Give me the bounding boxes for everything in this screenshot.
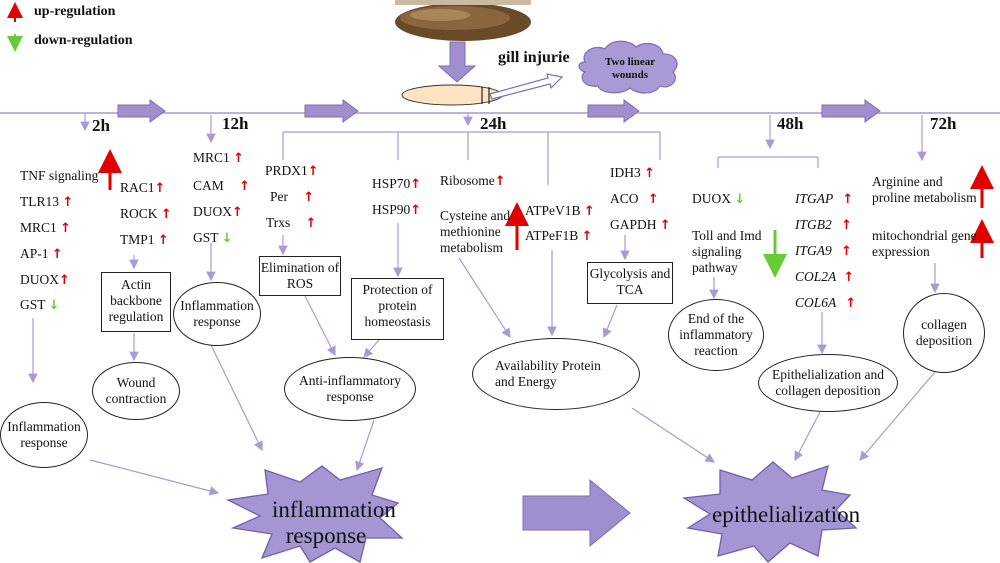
anti-inflammatory-oval: Anti-inflammatory response bbox=[284, 357, 416, 421]
up-arrow-icon: ↑ bbox=[845, 296, 857, 311]
gene-itgap: ITGAP ↑ bbox=[795, 191, 854, 207]
collagen-oval: collagen deposition bbox=[903, 293, 985, 373]
gene-ap1: AP-1 ↑ bbox=[20, 246, 63, 262]
timepoint-24h: 24h bbox=[480, 114, 507, 133]
gene-gst: GST ↓ bbox=[20, 297, 60, 313]
up-arrow-icon: ↑ bbox=[232, 205, 243, 220]
gene-aco: ACO ↑ bbox=[610, 191, 659, 207]
up-arrow-icon: ↑ bbox=[160, 207, 172, 222]
actin-box: Actin backbone regulation bbox=[101, 272, 171, 332]
epithelialization-oval: Epithelialization and collagen depositio… bbox=[758, 354, 898, 412]
gene-trxs: Trxs ↑ bbox=[266, 215, 317, 231]
outcome-epithelialization: epithelialization bbox=[712, 502, 861, 527]
mito-expression: mitochondrial gene expression bbox=[872, 228, 977, 259]
inflammation-star bbox=[225, 465, 404, 563]
gene-cam: CAM ↑ bbox=[193, 178, 251, 194]
wound-cloud bbox=[578, 40, 678, 94]
up-arrow-icon: ↑ bbox=[239, 179, 251, 194]
gene-rock: ROCK ↑ bbox=[120, 206, 172, 222]
up-arrow-icon: ↑ bbox=[843, 270, 855, 285]
up-arrow-icon: ↑ bbox=[154, 181, 166, 196]
up-arrow-icon: ↑ bbox=[841, 218, 853, 233]
gene-col2a: COL2A ↑ bbox=[795, 269, 855, 285]
cloud-label: Two linear wounds bbox=[604, 56, 656, 81]
up-arrow-icon: ↑ bbox=[157, 233, 169, 248]
up-arrow-icon: ↑ bbox=[410, 177, 422, 192]
up-arrow-icon: ↑ bbox=[60, 221, 72, 236]
up-arrow-icon: ↑ bbox=[410, 203, 422, 218]
gene-mrc1-12h: MRC1 ↑ bbox=[193, 150, 245, 166]
glycolysis-box: Glycolysis and TCA bbox=[587, 262, 673, 304]
outcome-arrow bbox=[522, 478, 631, 548]
gene-hsp90: HSP90↑ bbox=[372, 202, 422, 218]
gene-itga9: ITGA9 ↑ bbox=[795, 243, 853, 259]
gene-idh3: IDH3 ↑ bbox=[610, 165, 656, 181]
energy-oval: Availability Protein and Energy bbox=[472, 338, 640, 410]
gene-per: Per ↑ bbox=[270, 189, 315, 205]
protein-box: Protection of protein homeostasis bbox=[351, 278, 444, 340]
outcome-inflammation: inflammation response bbox=[272, 497, 396, 548]
gene-itgb2: ITGB2 ↑ bbox=[795, 217, 853, 233]
gene-atpef1b: ATPeF1B ↑ bbox=[525, 228, 593, 244]
ribosome: Ribosome↑ bbox=[440, 173, 506, 189]
mussel-image bbox=[395, 0, 531, 41]
inflammation-oval-2h: Inflammation response bbox=[0, 402, 88, 468]
up-arrow-icon: ↑ bbox=[307, 164, 319, 179]
injury-label: gill injurie bbox=[498, 49, 570, 66]
gene-mrc1: MRC1 ↑ bbox=[20, 220, 72, 236]
up-arrow-icon: ↑ bbox=[841, 244, 853, 259]
up-arrow-icon: ↑ bbox=[494, 174, 506, 189]
up-arrow-icon: ↑ bbox=[659, 218, 671, 233]
gene-hsp70: HSP70↑ bbox=[372, 176, 422, 192]
gene-gst-12h: GST ↓ bbox=[193, 230, 233, 246]
wound-contraction-oval: Wound contraction bbox=[92, 362, 180, 420]
toll-pathway: Toll and Imd signaling pathway bbox=[692, 228, 762, 275]
gene-tlr13: TLR13 ↑ bbox=[20, 194, 74, 210]
cysteine-metabolism: Cysteine and methionine metabolism bbox=[440, 208, 511, 255]
injury-down-arrow bbox=[437, 41, 477, 83]
up-arrow-icon: ↑ bbox=[644, 166, 656, 181]
timeline-arrows bbox=[117, 99, 881, 123]
gene-duox-12h: DUOX↑ bbox=[193, 204, 243, 220]
up-arrow-icon: ↑ bbox=[647, 192, 659, 207]
down-arrow-icon: ↓ bbox=[48, 298, 60, 313]
down-arrow-icon: ↓ bbox=[734, 192, 746, 207]
gene-rac1: RAC1↑ bbox=[120, 180, 166, 196]
gene-atpev1b: ATPeV1B ↑ bbox=[525, 203, 595, 219]
gill-shape bbox=[401, 84, 503, 106]
timepoint-48h: 48h bbox=[777, 114, 804, 133]
timepoint-12h: 12h bbox=[222, 114, 249, 133]
legend-up-label: up-regulation bbox=[34, 4, 116, 19]
gene-col6a: COL6A ↑ bbox=[795, 295, 857, 311]
up-arrow-icon: ↑ bbox=[583, 204, 595, 219]
ros-box: Elimination of ROS bbox=[259, 256, 341, 296]
up-arrow-icon: ↑ bbox=[581, 229, 593, 244]
gene-tnf: TNF signaling bbox=[20, 168, 99, 183]
end-inflammatory-oval: End of the inflammatory reaction bbox=[668, 299, 764, 371]
up-arrow-icon: ↑ bbox=[62, 195, 74, 210]
gene-duox-48h: DUOX ↓ bbox=[692, 191, 746, 207]
up-arrow-icon: ↑ bbox=[305, 216, 317, 231]
timepoint-2h: 2h bbox=[92, 116, 110, 135]
gene-duox: DUOX↑ bbox=[20, 272, 70, 288]
up-arrow-icon: ↑ bbox=[842, 192, 854, 207]
timepoint-72h: 72h bbox=[930, 114, 957, 133]
gene-tmp1: TMP1 ↑ bbox=[120, 232, 169, 248]
up-arrow-icon: ↑ bbox=[303, 190, 315, 205]
wound-arrow bbox=[489, 73, 564, 100]
up-arrow-icon: ↑ bbox=[51, 247, 63, 262]
gene-gapdh: GAPDH ↑ bbox=[610, 217, 671, 233]
inflammation-oval-12h: Inflammation response bbox=[173, 282, 261, 346]
down-arrow-icon: ↓ bbox=[221, 231, 233, 246]
up-arrow-icon: ↑ bbox=[59, 273, 70, 288]
arginine-metabolism: Arginine and proline metabolism bbox=[872, 174, 977, 205]
legend-down-label: down-regulation bbox=[34, 33, 133, 48]
gene-prdx1: PRDX1↑ bbox=[265, 163, 319, 179]
up-arrow-icon: ↑ bbox=[233, 151, 245, 166]
epithelialization-star bbox=[682, 461, 858, 563]
